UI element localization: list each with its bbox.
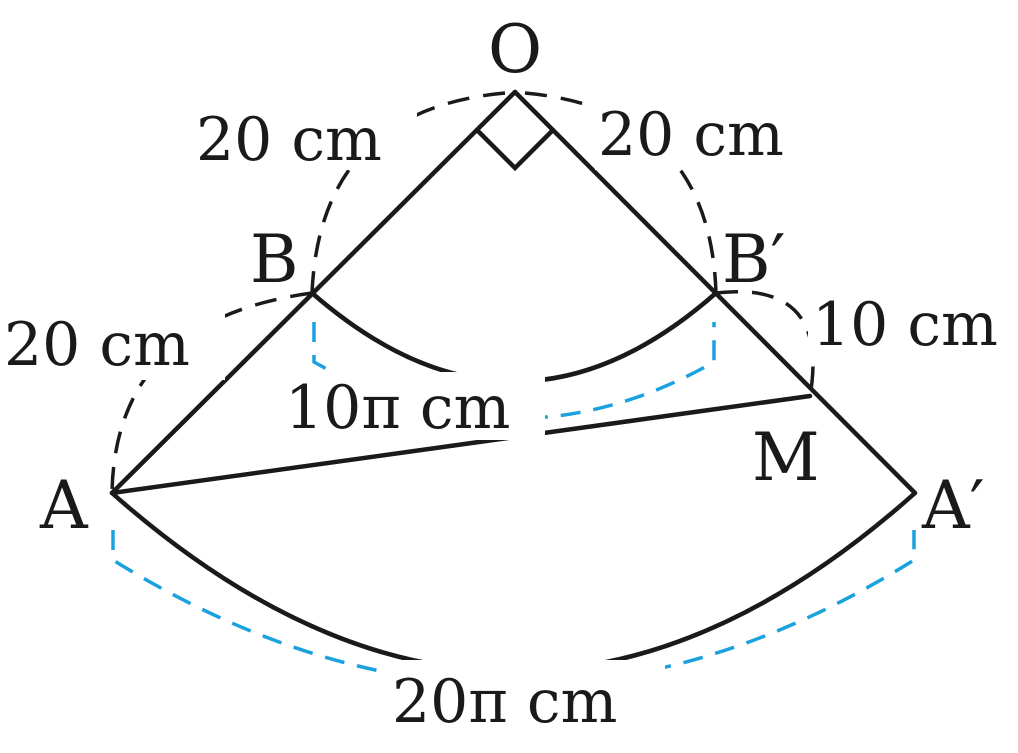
dim-label-OB-prime: 20 cm xyxy=(598,100,784,170)
label-bg-OB xyxy=(192,100,417,170)
point-label-A-prime: A′ xyxy=(921,467,985,544)
right-angle-marker xyxy=(474,127,556,172)
label-bg-arc-BB-prime xyxy=(280,372,545,440)
point-label-B-prime: B′ xyxy=(722,221,786,298)
dim-label-OB: 20 cm xyxy=(196,105,382,175)
point-label-O: O xyxy=(488,11,542,88)
dim-label-BA: 20 cm xyxy=(4,310,190,380)
arc-AA-prime xyxy=(109,490,918,674)
point-label-A: A xyxy=(39,467,89,544)
label-bg-B-prime-M xyxy=(808,290,1018,360)
label-bg-BA xyxy=(0,310,225,380)
label-bg-arc-AA-prime xyxy=(385,660,665,740)
arc-BB-prime xyxy=(309,290,719,384)
dim-arc-B-prime-M xyxy=(715,290,815,397)
dim-label-B-prime-M: 10 cm xyxy=(812,290,998,360)
dim-arc-length-AA-prime xyxy=(111,530,916,687)
label-bg-OB-prime xyxy=(595,100,820,170)
dim-label-arc-AA-prime: 20π cm xyxy=(392,667,617,737)
dim-label-arc-BB-prime: 10π cm xyxy=(285,373,510,443)
segment-AM xyxy=(109,393,813,496)
point-label-M: M xyxy=(752,419,820,496)
point-label-B: B xyxy=(250,221,299,298)
